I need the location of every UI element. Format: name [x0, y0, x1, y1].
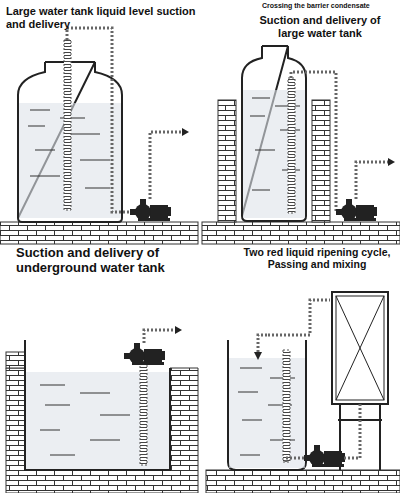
panel-caption: Suction and delivery of underground wate…	[16, 246, 226, 276]
panel-caption: Crossing the barrier condensate	[262, 2, 398, 10]
panel-caption: Two red liquid ripening cycle, Passing a…	[236, 246, 398, 270]
panel-caption: Suction and delivery of large water tank	[250, 14, 390, 39]
panel-caption: Large water tank liquid level suction an…	[6, 5, 196, 30]
